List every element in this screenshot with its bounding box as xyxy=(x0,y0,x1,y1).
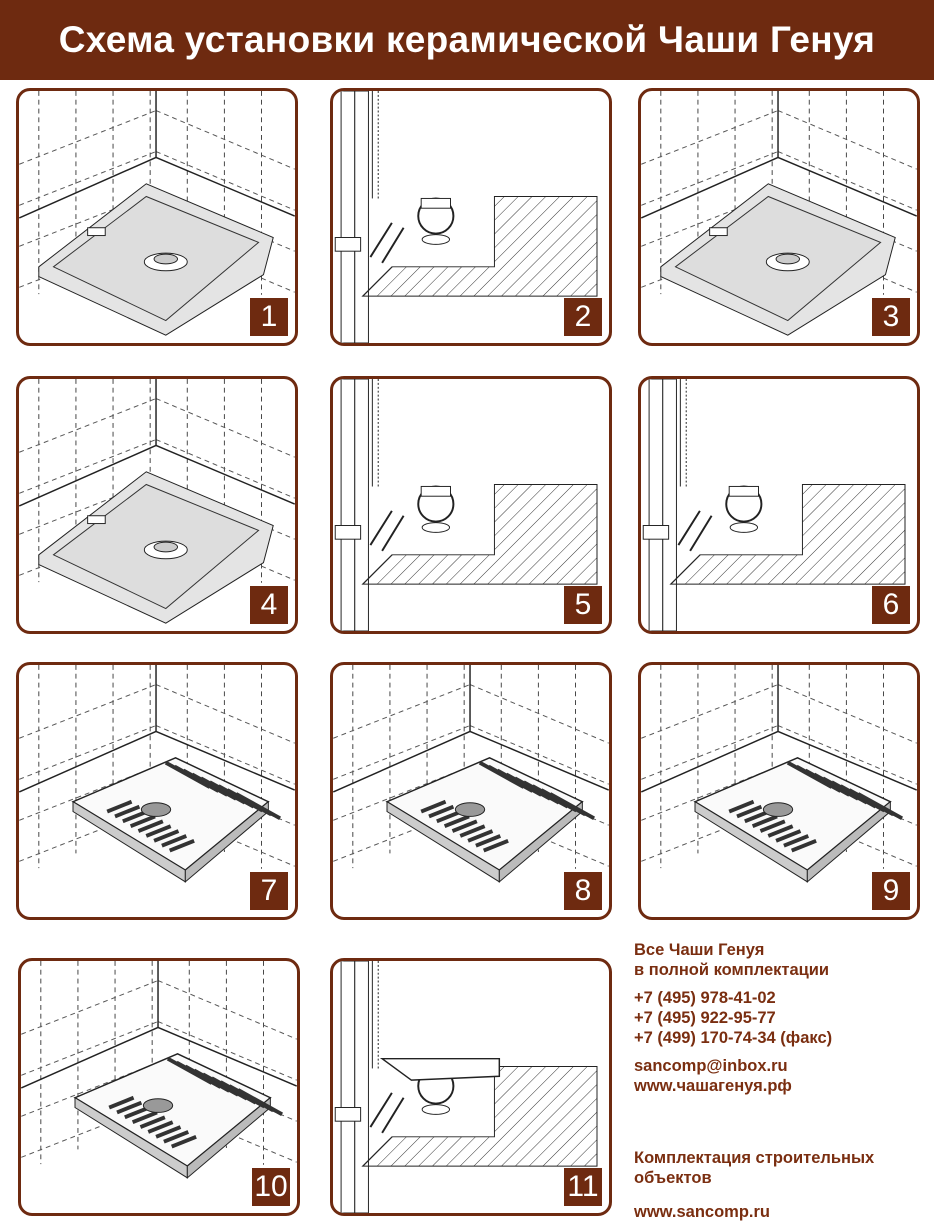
header-banner: Схема установки керамической Чаши Генуя xyxy=(0,0,934,80)
step-illustration xyxy=(641,665,917,883)
email-link[interactable]: sancomp@inbox.ru xyxy=(634,1057,788,1075)
step-number-badge: 8 xyxy=(563,871,603,911)
step-number-badge: 3 xyxy=(871,297,911,337)
company-line1: Комплектация строительных xyxy=(634,1149,875,1167)
contact-info: Все Чаши Генуя в полной комплектации +7 … xyxy=(634,940,929,1222)
company-line2: объектов xyxy=(634,1169,712,1187)
step-panel-6: 6 xyxy=(638,376,920,634)
step-illustration xyxy=(19,91,295,336)
step-number-badge: 2 xyxy=(563,297,603,337)
website-link-1[interactable]: www.чашагенуя.рф xyxy=(634,1077,792,1095)
step-illustration xyxy=(334,961,598,1213)
step-panel-9: 9 xyxy=(638,662,920,920)
step-number-badge: 1 xyxy=(249,297,289,337)
step-panel-7: 7 xyxy=(16,662,298,920)
step-number-badge: 6 xyxy=(871,585,911,625)
step-illustration xyxy=(334,91,598,343)
step-panel-2: 2 xyxy=(330,88,612,346)
step-illustration xyxy=(19,665,295,883)
step-number-badge: 7 xyxy=(249,871,289,911)
info-line2: в полной комплектации xyxy=(634,961,830,979)
step-panel-3: 3 xyxy=(638,88,920,346)
step-illustration xyxy=(19,379,295,624)
step-panel-4: 4 xyxy=(16,376,298,634)
step-panel-8: 8 xyxy=(330,662,612,920)
step-panel-10: 10 xyxy=(18,958,300,1216)
step-panel-11: 11 xyxy=(330,958,612,1216)
step-number-badge: 4 xyxy=(249,585,289,625)
step-number-badge: 10 xyxy=(251,1167,291,1207)
step-illustration xyxy=(334,379,598,631)
step-number-badge: 11 xyxy=(563,1167,603,1207)
info-line1: Все Чаши Генуя xyxy=(634,941,765,959)
step-illustration xyxy=(642,379,906,631)
step-illustration xyxy=(21,961,297,1179)
step-number-badge: 5 xyxy=(563,585,603,625)
step-panel-1: 1 xyxy=(16,88,298,346)
step-illustration xyxy=(641,91,917,336)
website-link-2[interactable]: www.sancomp.ru xyxy=(634,1203,770,1221)
step-number-badge: 9 xyxy=(871,871,911,911)
step-illustration xyxy=(333,665,609,883)
phone-3[interactable]: +7 (499) 170-74-34 (факс) xyxy=(634,1029,833,1047)
phone-1[interactable]: +7 (495) 978-41-02 xyxy=(634,989,776,1007)
phone-2[interactable]: +7 (495) 922-95-77 xyxy=(634,1009,776,1027)
step-panel-5: 5 xyxy=(330,376,612,634)
page-title: Схема установки керамической Чаши Генуя xyxy=(58,19,876,60)
